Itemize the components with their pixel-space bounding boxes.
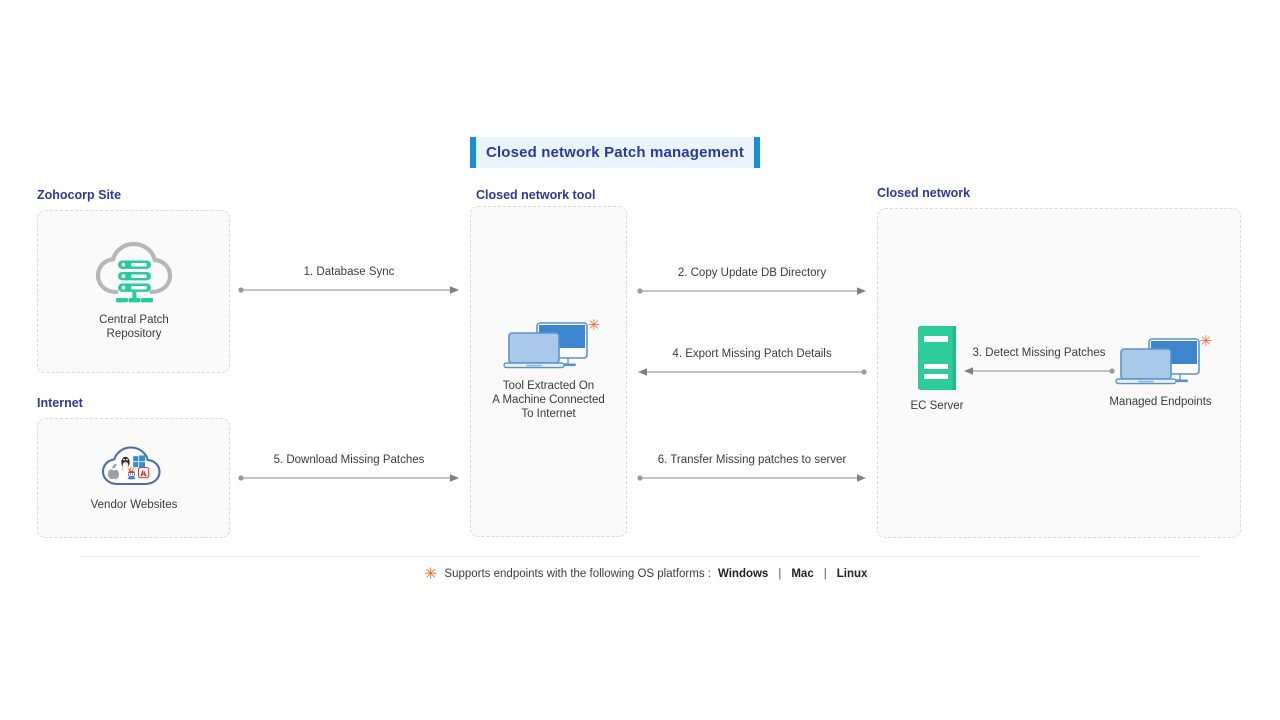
arrow-line-right	[238, 474, 459, 482]
os-platform-windows: Windows	[717, 568, 769, 580]
flow-arrow-label: 3. Detect Missing Patches	[972, 347, 1106, 359]
footer-separator-2: |	[823, 568, 827, 580]
section-label-zohocorp-site: Zohocorp Site	[37, 188, 122, 202]
title-accent-bar-right	[754, 137, 760, 168]
node-vendor-websites: Vendor Websites	[64, 443, 204, 512]
cloud-server-icon	[94, 238, 174, 306]
arrow-line-right	[637, 474, 866, 482]
flow-arrow-label: 1. Database Sync	[303, 266, 395, 278]
node-label: Central Patch Repository	[99, 314, 169, 340]
arrow-line-right	[238, 286, 459, 294]
flow-arrow-6: 6. Transfer Missing patches to server	[637, 454, 867, 484]
node-label: Vendor Websites	[90, 499, 178, 511]
node-label: EC Server	[910, 400, 964, 412]
section-label-closed-network: Closed network	[877, 186, 971, 200]
diagram-title-banner: Closed network Patch management	[470, 137, 760, 168]
section-label-closed-network-tool: Closed network tool	[476, 188, 596, 202]
server-tower-icon	[916, 324, 958, 392]
footer-separator-1: |	[778, 568, 782, 580]
node-central-patch-repository: Central Patch Repository	[64, 238, 204, 341]
flow-arrow-label: 4. Export Missing Patch Details	[672, 348, 832, 360]
cloud-vendors-icon	[100, 443, 168, 491]
section-label-internet: Internet	[37, 396, 83, 410]
os-platform-mac: Mac	[791, 568, 814, 580]
flow-arrow-4: 4. Export Missing Patch Details	[637, 348, 867, 378]
flow-arrow-3: 3. Detect Missing Patches	[963, 347, 1115, 377]
panel-closed-network-tool	[470, 206, 627, 537]
node-label: Managed Endpoints	[1109, 396, 1212, 408]
flow-arrow-2: 2. Copy Update DB Directory	[637, 267, 867, 297]
footer-os-support-note: ✳ Supports endpoints with the following …	[424, 566, 867, 582]
asterisk-icon: ✳	[424, 564, 438, 583]
node-managed-endpoints: ✳ Managed Endpoints	[1104, 334, 1217, 409]
os-support-asterisk-icon: ✳	[587, 316, 601, 334]
flow-arrow-5: 5. Download Missing Patches	[238, 454, 460, 484]
title-accent-bar-left	[470, 137, 476, 168]
arrow-line-left	[964, 367, 1115, 375]
flow-arrow-1: 1. Database Sync	[238, 266, 460, 296]
desktop-laptop-icon: ✳	[502, 318, 600, 372]
os-support-asterisk-icon: ✳	[1199, 332, 1213, 350]
flow-arrow-label: 6. Transfer Missing patches to server	[657, 454, 847, 466]
node-ec-server: EC Server	[897, 324, 977, 413]
flow-arrow-label: 2. Copy Update DB Directory	[677, 267, 827, 279]
footer-note-text: Supports endpoints with the following OS…	[444, 568, 711, 580]
node-label: Tool Extracted On A Machine Connected To…	[492, 380, 605, 420]
page-title: Closed network Patch management	[485, 144, 745, 161]
node-tool-machine: ✳ Tool Extracted On A Machine Connected …	[478, 318, 619, 421]
desktop-laptop-icon: ✳	[1114, 334, 1212, 388]
flow-arrow-label: 5. Download Missing Patches	[273, 454, 425, 466]
footer-divider	[80, 556, 1200, 557]
arrow-line-right	[637, 287, 866, 295]
os-platform-linux: Linux	[836, 568, 868, 580]
arrow-line-left	[638, 368, 867, 376]
